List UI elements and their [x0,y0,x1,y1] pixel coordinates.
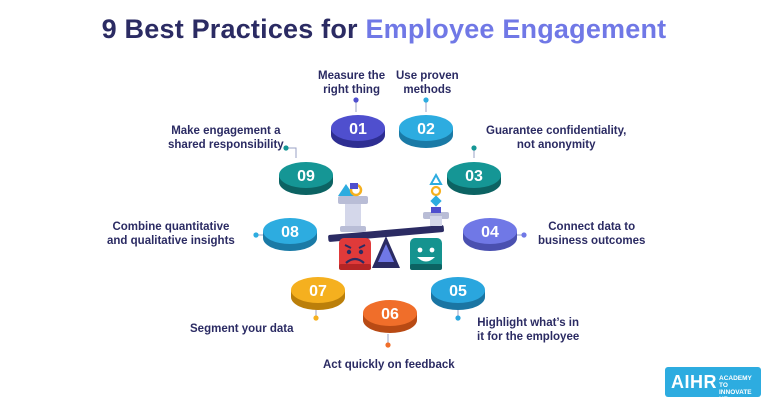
connector-dot [283,145,289,151]
connector-dot [471,145,477,151]
pill-number: 09 [297,168,315,185]
pill-05: 05 [431,277,485,310]
right-stand-column [430,216,442,226]
pill-02: 02 [399,115,453,148]
connector-dot [313,315,319,321]
pill-07: 07 [291,277,345,310]
logo-brand: AIHR [671,372,717,392]
connector-dot [423,97,429,103]
pill-03: 03 [447,162,501,195]
triangle-block-icon [338,184,354,196]
square-block-icon [350,183,358,189]
pill-09: 09 [279,162,333,195]
connector-dot [521,232,527,238]
pill-number: 03 [465,168,483,185]
pill-04: 04 [463,218,517,251]
right-diamond-icon [430,195,442,207]
sad-face-icon [339,238,371,270]
page-title: 9 Best Practices for Employee Engagement [0,14,768,45]
pill-number: 01 [349,121,367,138]
right-square-icon [431,207,441,213]
pill-number: 07 [309,283,327,300]
happy-face-icon [410,238,442,270]
pill-01: 01 [331,115,385,148]
pill-number: 05 [449,283,467,300]
connector-line [286,147,297,158]
right-ring-icon [430,185,442,197]
connector-dot [455,315,461,321]
title-part-1: 9 Best Practices for [101,14,366,44]
scale-pivot-inner [378,244,394,262]
connector-dot [385,342,391,348]
balance-scale-illustration [328,172,449,270]
right-stand-top [423,212,449,219]
label-07: Segment your data [190,323,294,335]
connector-dot [253,232,259,238]
left-stand-top [338,196,368,204]
left-stand-base [340,226,366,232]
pill-06: 06 [363,300,417,333]
numbered-pills: 01 02 03 04 05 06 07 08 09 [263,115,517,333]
title-part-2: Employee Engagement [365,14,667,44]
pill-number: 02 [417,121,435,138]
pill-08: 08 [263,218,317,251]
label-03: Guarantee confidentiality,not anonymity [486,125,627,151]
pill-number: 06 [381,306,399,323]
label-06: Act quickly on feedback [323,359,455,371]
pill-number: 04 [481,224,499,241]
pill-number: 08 [281,224,299,241]
connector-dot [353,97,359,103]
left-stand-column [345,204,361,228]
right-triangle-icon [429,172,443,185]
scale-beam [328,225,444,242]
